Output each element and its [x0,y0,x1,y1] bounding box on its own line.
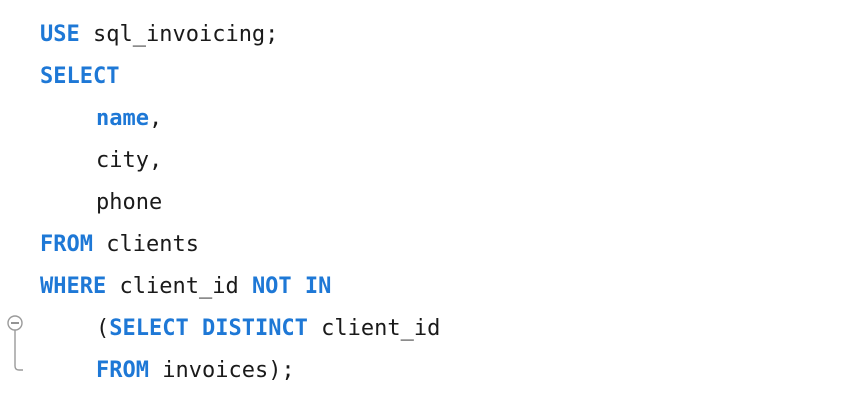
code-line[interactable]: name, [40,98,440,140]
sql-text: ( [96,316,110,341]
collapse-minus-icon[interactable] [5,314,25,374]
sql-text: client_id [307,316,441,341]
code-line[interactable]: WHERE client_id NOT IN [40,266,440,308]
code-line[interactable]: SELECT [40,56,440,98]
sql-keyword: FROM [40,232,93,257]
code-line[interactable]: USE sql_invoicing; [40,14,440,56]
code-line[interactable]: FROM clients [40,224,440,266]
code-line[interactable]: city, [40,140,440,182]
sql-keyword: WHERE [40,274,107,299]
sql-text: sql_invoicing; [79,22,279,47]
editor-gutter [0,0,34,412]
sql-text: city, [96,148,163,173]
code-line[interactable]: (SELECT DISTINCT client_id [40,308,440,350]
sql-keyword: SELECT DISTINCT [109,316,308,341]
sql-text: invoices); [148,358,295,383]
sql-keyword: USE [40,22,80,47]
sql-text: , [148,106,163,131]
sql-keyword: NOT IN [251,274,332,299]
sql-keyword: FROM [96,358,149,383]
sql-keyword: SELECT [40,64,120,89]
sql-text: phone [96,190,163,215]
code-line[interactable]: FROM invoices); [40,350,440,392]
code-line[interactable]: phone [40,182,440,224]
sql-text: client_id [106,274,252,299]
sql-keyword: name [96,106,149,131]
sql-text: clients [92,232,199,257]
